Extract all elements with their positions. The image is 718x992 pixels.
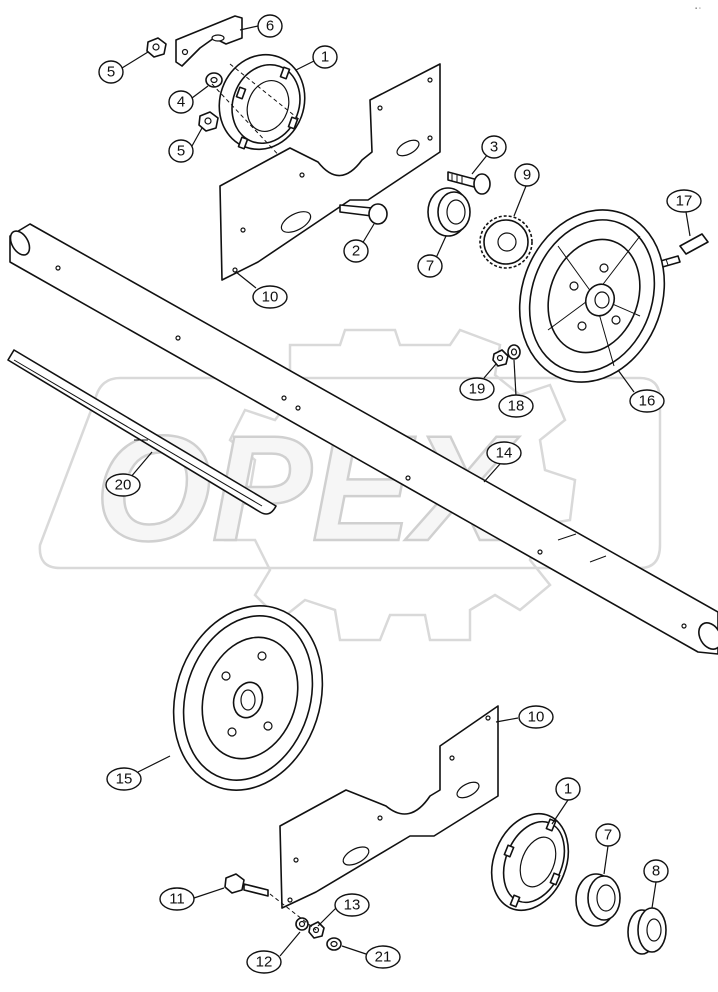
svg-text:12: 12 (256, 954, 273, 971)
svg-text:20: 20 (115, 477, 132, 494)
callout-21[interactable]: 21 (341, 945, 401, 969)
svg-text:11: 11 (169, 891, 185, 908)
callouts: 1 1 2 3 4 5 5 (98, 14, 702, 974)
part-6-bracket (175, 15, 243, 67)
part-13-washer (295, 917, 309, 931)
svg-text:4: 4 (177, 94, 185, 111)
svg-text:21: 21 (375, 949, 392, 966)
callout-18[interactable]: 18 (498, 359, 534, 418)
part-15-saw-disc (172, 605, 324, 791)
callout-7-upper[interactable]: 7 (417, 235, 447, 278)
svg-text:5: 5 (107, 64, 115, 81)
svg-text:16: 16 (639, 393, 656, 410)
callout-3[interactable]: 3 (471, 135, 507, 175)
part-20-strip (7, 349, 277, 515)
svg-text:13: 13 (344, 897, 361, 914)
svg-text:2: 2 (352, 243, 360, 260)
svg-text:14: 14 (496, 445, 513, 462)
part-18-washer (507, 344, 521, 360)
svg-text:7: 7 (604, 827, 612, 844)
part-7-bearing-upper (427, 187, 471, 237)
part-5-nut-lower (198, 111, 219, 132)
corner-mark: ▪ ▫ (695, 6, 701, 12)
part-7-bearing-lower (575, 873, 621, 927)
part-21-washer (326, 937, 342, 951)
part-16-saw-disc (518, 209, 666, 383)
part-11-bolt (224, 873, 269, 897)
svg-text:15: 15 (116, 771, 133, 788)
svg-text:9: 9 (523, 167, 531, 184)
part-1-bearing-flange-upper (218, 53, 306, 151)
callout-16[interactable]: 16 (617, 369, 665, 413)
part-10-side-plate-upper (219, 63, 441, 281)
callout-4[interactable]: 4 (168, 85, 209, 114)
part-1-bearing-flange-lower (490, 812, 570, 912)
callout-13[interactable]: 13 (317, 893, 370, 927)
svg-text:10: 10 (262, 289, 279, 306)
callout-20[interactable]: 20 (105, 451, 153, 497)
svg-text:8: 8 (652, 863, 660, 880)
part-2-carriage-bolt (339, 203, 388, 225)
part-14-shaft (9, 223, 718, 655)
svg-text:17: 17 (676, 193, 693, 210)
watermark-gear-outline (220, 328, 577, 642)
part-8-collar (627, 907, 667, 955)
callout-1-lower[interactable]: 1 (551, 777, 581, 825)
callout-15[interactable]: 15 (106, 755, 171, 791)
callout-19[interactable]: 19 (459, 363, 497, 401)
callout-7-lower[interactable]: 7 (595, 823, 621, 875)
part-12-nut (308, 921, 325, 939)
part-3-bolt (447, 171, 491, 195)
callout-14[interactable]: 14 (483, 441, 522, 483)
callout-10-lower[interactable]: 10 (495, 705, 554, 729)
callout-17[interactable]: 17 (666, 189, 702, 237)
svg-text:18: 18 (508, 398, 525, 415)
callout-6[interactable]: 6 (239, 14, 283, 38)
svg-text:1: 1 (564, 781, 572, 798)
svg-text:1: 1 (321, 49, 329, 66)
callout-10-upper[interactable]: 10 (235, 271, 288, 309)
part-19-nut (492, 349, 509, 367)
callout-2[interactable]: 2 (343, 223, 375, 263)
part-9-sprocket (479, 215, 533, 269)
callout-5-upper[interactable]: 5 (98, 51, 149, 84)
callout-1-upper[interactable]: 1 (295, 45, 338, 71)
svg-text:19: 19 (469, 381, 486, 398)
part-5-nut-upper (146, 37, 167, 58)
svg-text:6: 6 (266, 18, 274, 35)
svg-text:5: 5 (177, 143, 185, 160)
callout-8[interactable]: 8 (643, 859, 669, 909)
callout-5-lower[interactable]: 5 (168, 127, 203, 163)
svg-text:10: 10 (528, 709, 545, 726)
callout-9[interactable]: 9 (513, 163, 540, 217)
svg-text:7: 7 (426, 258, 434, 275)
callout-12[interactable]: 12 (246, 931, 301, 974)
svg-text:3: 3 (490, 139, 498, 156)
callout-11[interactable]: 11 (159, 887, 225, 911)
part-10-side-plate-lower (279, 705, 499, 909)
part-4-washer (205, 72, 223, 88)
